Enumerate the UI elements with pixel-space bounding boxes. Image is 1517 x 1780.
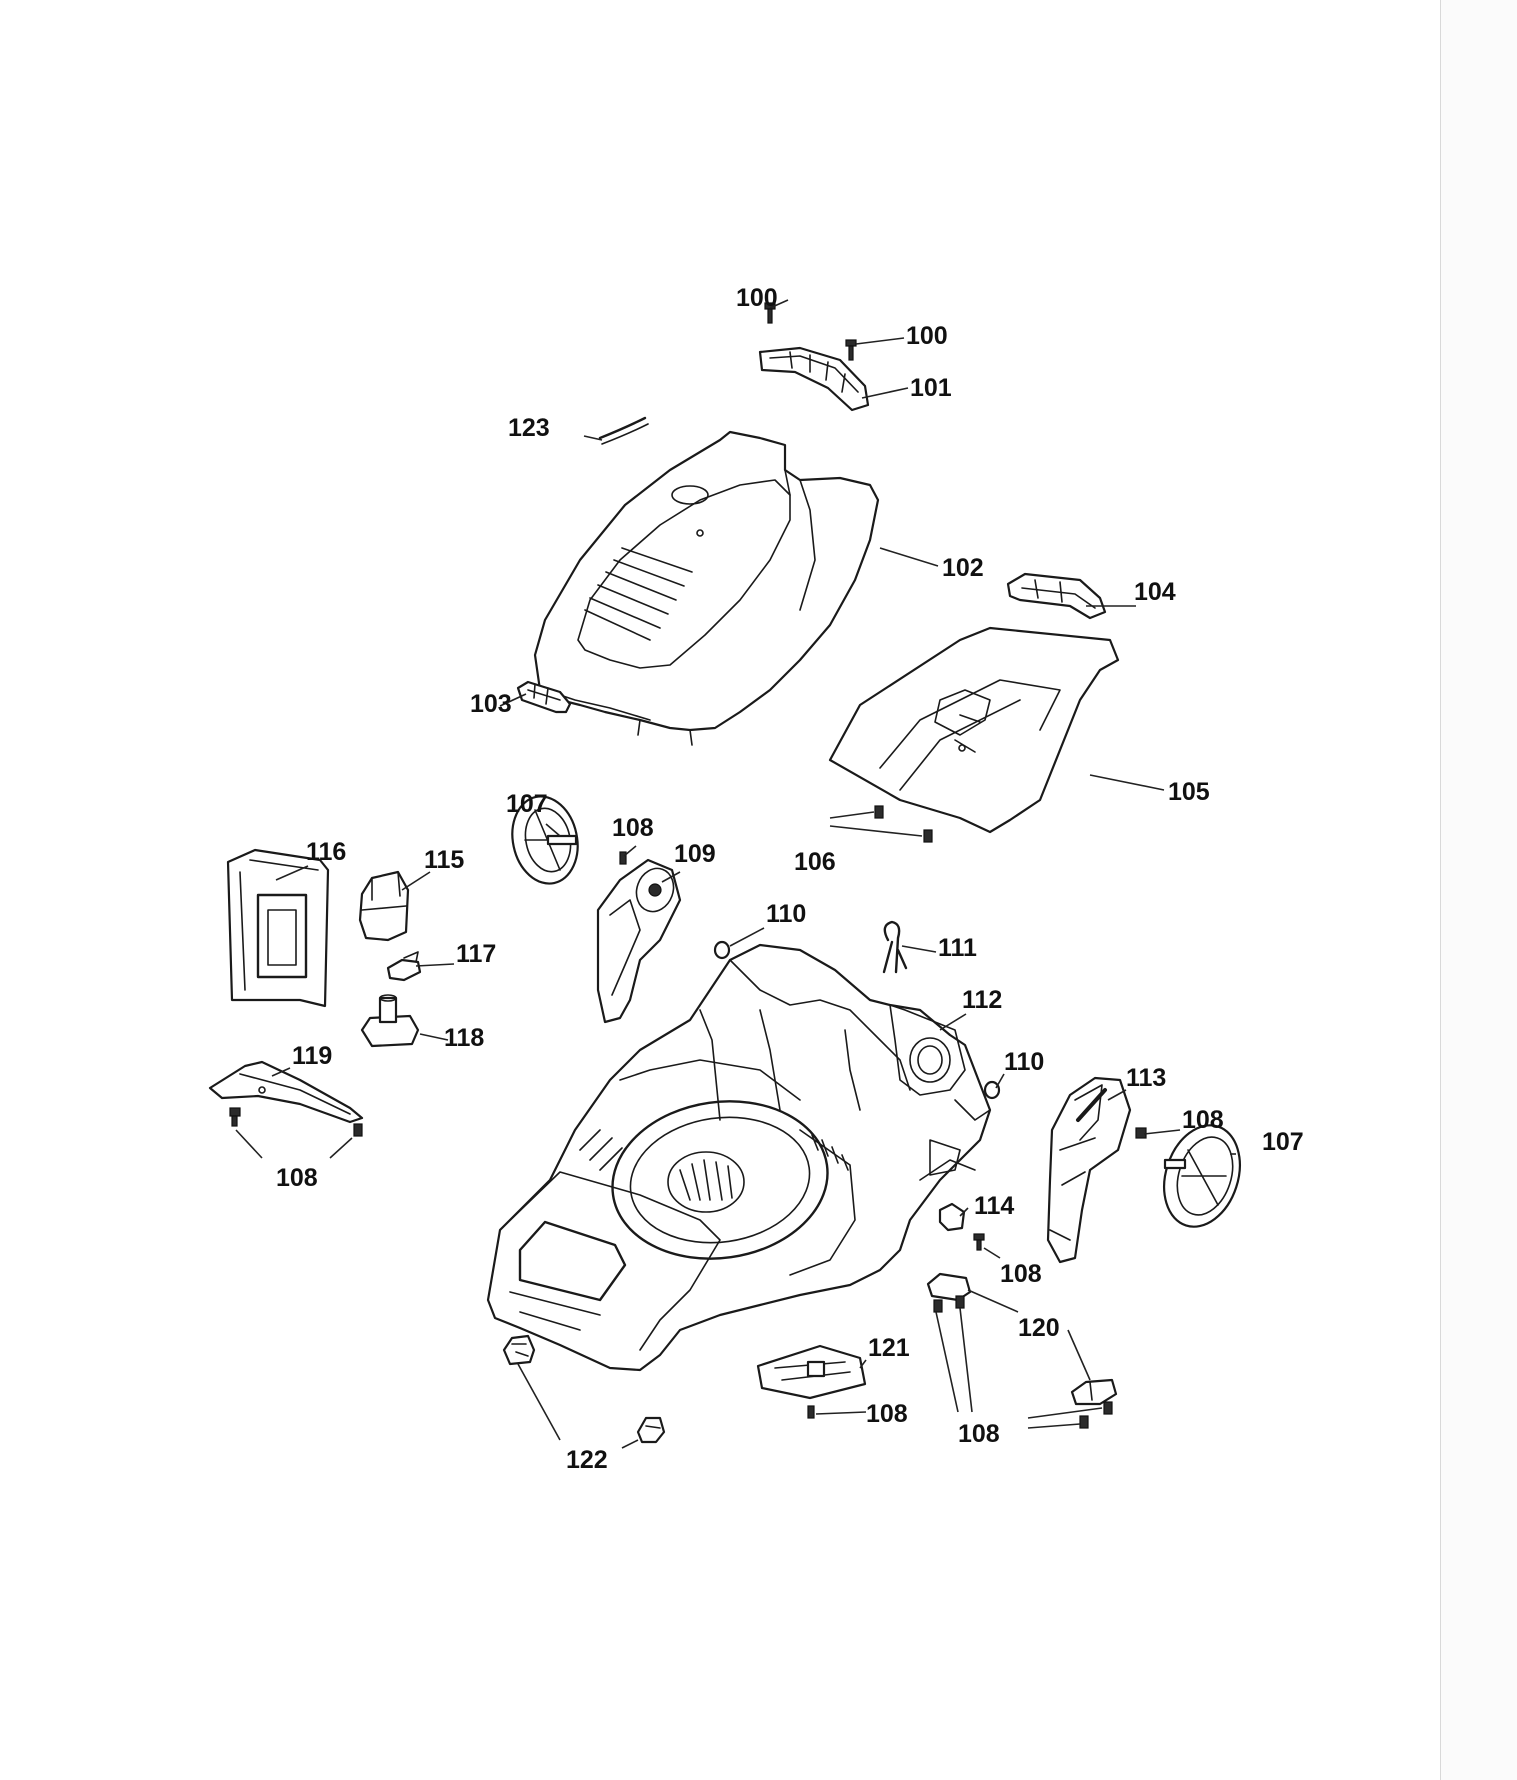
page-right-margin xyxy=(1441,0,1517,1780)
label-111: 111 xyxy=(938,934,977,962)
part-105-grass-box-lid xyxy=(828,626,1120,834)
label-120: 120 xyxy=(1018,1314,1060,1342)
part-115-switch xyxy=(358,870,410,942)
part-113-height-adjuster-right xyxy=(1046,1076,1147,1264)
part-117-spring xyxy=(386,951,422,982)
part-108-screw-a xyxy=(619,851,627,865)
part-103-clip xyxy=(516,680,572,714)
part-122-clip-a xyxy=(502,1334,536,1366)
diagram-canvas: 100 100 101 123 102 104 103 105 107 108 … xyxy=(208,284,1304,1474)
part-119-bracket xyxy=(208,1060,364,1124)
label-103: 103 xyxy=(470,690,512,718)
label-107-right: 107 xyxy=(1262,1128,1304,1156)
part-102-motor-cover xyxy=(533,430,880,746)
label-106: 106 xyxy=(794,848,836,876)
part-107-wheel-right xyxy=(1163,1124,1241,1228)
label-108-c: 108 xyxy=(276,1164,318,1192)
part-109-height-adjuster-left xyxy=(596,858,682,1024)
label-105: 105 xyxy=(1168,778,1210,806)
label-108-a: 108 xyxy=(612,814,654,842)
label-118: 118 xyxy=(444,1024,484,1052)
part-108-screws-under-119 xyxy=(229,1107,363,1159)
label-107-left: 107 xyxy=(506,790,548,818)
label-117: 117 xyxy=(456,940,496,968)
part-122-clip-b xyxy=(636,1416,666,1444)
part-123-wire xyxy=(598,416,649,445)
part-114-bushing xyxy=(938,1202,966,1232)
label-121: 121 xyxy=(868,1334,910,1362)
callout-labels: 100 100 101 123 102 104 103 105 107 108 … xyxy=(276,284,1304,1474)
part-121-cover-plate xyxy=(756,1344,867,1400)
label-100-left: 100 xyxy=(736,284,778,312)
label-101: 101 xyxy=(910,374,952,402)
label-110-b: 110 xyxy=(1004,1048,1044,1076)
part-107-wheel-left xyxy=(511,795,579,885)
part-110-nut-a xyxy=(713,940,731,960)
label-123: 123 xyxy=(508,414,550,442)
label-116: 116 xyxy=(306,838,346,866)
part-108-screw-d xyxy=(973,1233,985,1251)
label-112: 112 xyxy=(962,986,1002,1014)
label-113: 113 xyxy=(1126,1064,1166,1092)
part-111-spring xyxy=(882,920,908,974)
exploded-parts-diagram: 100 100 101 123 102 104 103 105 107 108 … xyxy=(208,284,1304,1474)
part-104-latch xyxy=(1006,572,1107,620)
label-104: 104 xyxy=(1134,578,1176,606)
page-edge-divider xyxy=(1440,0,1441,1780)
label-115: 115 xyxy=(424,846,464,874)
label-102: 102 xyxy=(942,554,984,582)
part-118-knob xyxy=(360,994,420,1048)
leader-lines xyxy=(271,299,1236,1449)
part-108-screw-e xyxy=(807,1405,815,1419)
part-120-clip-a xyxy=(926,1272,972,1313)
label-108-e: 108 xyxy=(866,1400,908,1428)
part-116-panel xyxy=(226,848,330,1008)
part-110-nut-b xyxy=(983,1080,1001,1100)
part-main-deck-housing xyxy=(486,943,992,1372)
label-122: 122 xyxy=(566,1446,608,1474)
part-106-screws xyxy=(829,805,933,843)
label-109: 109 xyxy=(674,840,716,868)
part-101-handle-grip xyxy=(758,346,870,412)
label-108-b: 108 xyxy=(1182,1106,1224,1134)
label-110-a: 110 xyxy=(766,900,806,928)
label-119: 119 xyxy=(292,1042,332,1070)
label-108-f: 108 xyxy=(958,1420,1000,1448)
part-100-screw-right xyxy=(845,339,857,361)
label-100-right: 100 xyxy=(906,322,948,350)
label-108-d: 108 xyxy=(1000,1260,1042,1288)
label-114: 114 xyxy=(974,1192,1014,1220)
part-120-clip-b xyxy=(1070,1378,1118,1429)
